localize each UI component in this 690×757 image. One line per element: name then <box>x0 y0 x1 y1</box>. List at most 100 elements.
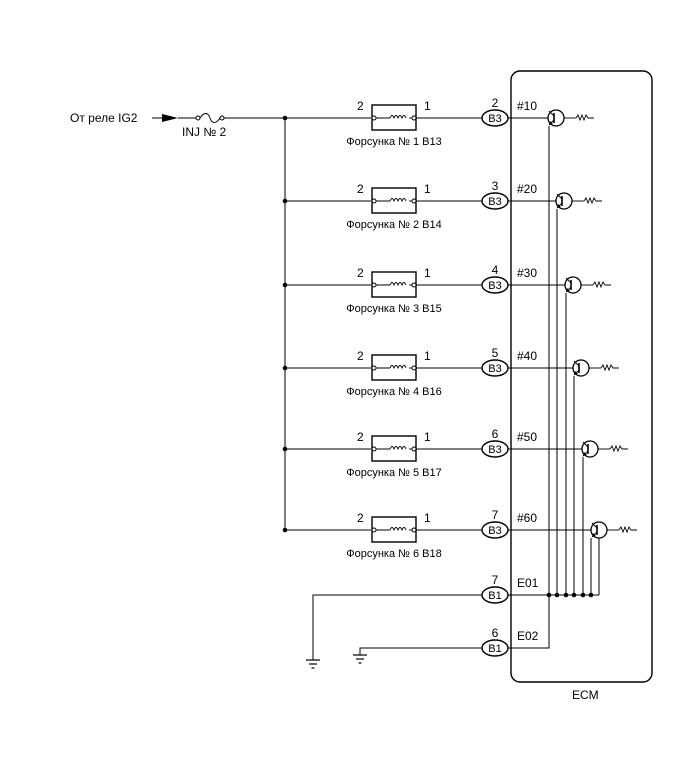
source-label: От реле IG2 <box>70 111 138 125</box>
injector-name-label: Форсунка № 2 B14 <box>346 219 442 231</box>
injector-terminal <box>411 527 417 533</box>
arrow-icon <box>162 114 178 122</box>
connector-label: B3 <box>488 363 501 375</box>
emitter-arrow-icon <box>583 452 587 456</box>
pin-right-label: 1 <box>424 430 431 444</box>
injector-terminal <box>371 198 377 204</box>
coil-icon <box>389 282 407 287</box>
connector-label: B3 <box>488 113 501 125</box>
connector-label: B1 <box>488 590 501 602</box>
ecm-pin-label: 5 <box>492 346 499 360</box>
transistor-collector <box>582 441 589 448</box>
fuse-label: INJ № 2 <box>182 125 227 139</box>
injector-terminal <box>371 365 377 371</box>
pin-left-label: 2 <box>357 99 364 113</box>
ecm-pin-label: 6 <box>492 626 499 640</box>
injector-terminal <box>411 198 417 204</box>
coil-icon <box>389 527 407 532</box>
pin-left-label: 2 <box>357 511 364 525</box>
pin-right-label: 1 <box>424 266 431 280</box>
emitter-arrow-icon <box>574 371 578 375</box>
ground-row: 6B1 E02 <box>353 595 550 664</box>
ecm-pin-label: 2 <box>492 96 499 110</box>
coil-icon <box>389 446 407 451</box>
injector-terminal <box>411 365 417 371</box>
pin-left-label: 2 <box>357 349 364 363</box>
ground-wire <box>359 647 482 655</box>
injector-terminal <box>371 527 377 533</box>
pin-right-label: 1 <box>424 99 431 113</box>
signal-label: E02 <box>517 629 539 643</box>
injector-terminal <box>371 282 377 288</box>
resistor-icon <box>575 113 594 122</box>
pin-right-label: 1 <box>424 511 431 525</box>
resistor-icon <box>583 196 602 205</box>
signal-label: #40 <box>517 349 537 363</box>
transistor-collector <box>548 110 555 117</box>
injector-name-label: Форсунка № 4 B16 <box>346 386 442 398</box>
emitter-arrow-icon <box>549 121 553 125</box>
injector-name-label: Форсунка № 1 B13 <box>346 136 442 148</box>
transistor-collector <box>556 193 563 200</box>
emitter-arrow-icon <box>557 204 561 208</box>
emitter-arrow-icon <box>592 533 596 537</box>
ecm-pin-label: 3 <box>492 179 499 193</box>
resistor-icon <box>618 525 637 534</box>
coil-icon <box>389 198 407 203</box>
transistor-collector <box>565 277 572 284</box>
ecm-pin-label: 6 <box>492 427 499 441</box>
injector-terminal <box>411 115 417 121</box>
ground-wire <box>312 594 482 660</box>
coil-icon <box>389 115 407 120</box>
signal-label: #20 <box>517 182 537 196</box>
fuse-terminal-right <box>219 115 225 121</box>
pin-left-label: 2 <box>357 266 364 280</box>
injector-name-label: Форсунка № 6 B18 <box>346 548 442 560</box>
pin-left-label: 2 <box>357 182 364 196</box>
signal-label: #60 <box>517 511 537 525</box>
ecm-pin-label: 7 <box>492 508 499 522</box>
injector-terminal <box>411 446 417 452</box>
ecm-pin-label: 4 <box>492 263 499 277</box>
junction-dot <box>580 592 586 598</box>
injector-name-label: Форсунка № 3 B15 <box>346 303 442 315</box>
emitter-arrow-icon <box>566 288 570 292</box>
pin-left-label: 2 <box>357 430 364 444</box>
ecm-pin-label: 7 <box>492 573 499 587</box>
junction-dot <box>571 592 577 598</box>
connector-label: B1 <box>488 643 501 655</box>
junction-dot <box>554 592 560 598</box>
signal-label: #10 <box>517 99 537 113</box>
signal-label: E01 <box>517 576 539 590</box>
injector-terminal <box>411 282 417 288</box>
junction-dot <box>588 592 594 598</box>
injector-terminal <box>371 446 377 452</box>
injector-name-label: Форсунка № 5 B17 <box>346 467 442 479</box>
ground-link-wire <box>508 595 550 649</box>
coil-icon <box>389 365 407 370</box>
signal-label: #50 <box>517 430 537 444</box>
connector-label: B3 <box>488 444 501 456</box>
resistor-icon <box>592 280 611 289</box>
pin-right-label: 1 <box>424 182 431 196</box>
transistor-collector <box>591 522 598 529</box>
pin-right-label: 1 <box>424 349 431 363</box>
connector-label: B3 <box>488 525 501 537</box>
resistor-icon <box>600 363 619 372</box>
connector-label: B3 <box>488 280 501 292</box>
ground-row: 7B1 E01 <box>306 573 599 669</box>
injector-terminal <box>371 115 377 121</box>
junction-dot <box>563 592 569 598</box>
ecm-label: ECM <box>572 688 599 702</box>
fuse-icon <box>199 113 221 123</box>
connector-label: B3 <box>488 196 501 208</box>
